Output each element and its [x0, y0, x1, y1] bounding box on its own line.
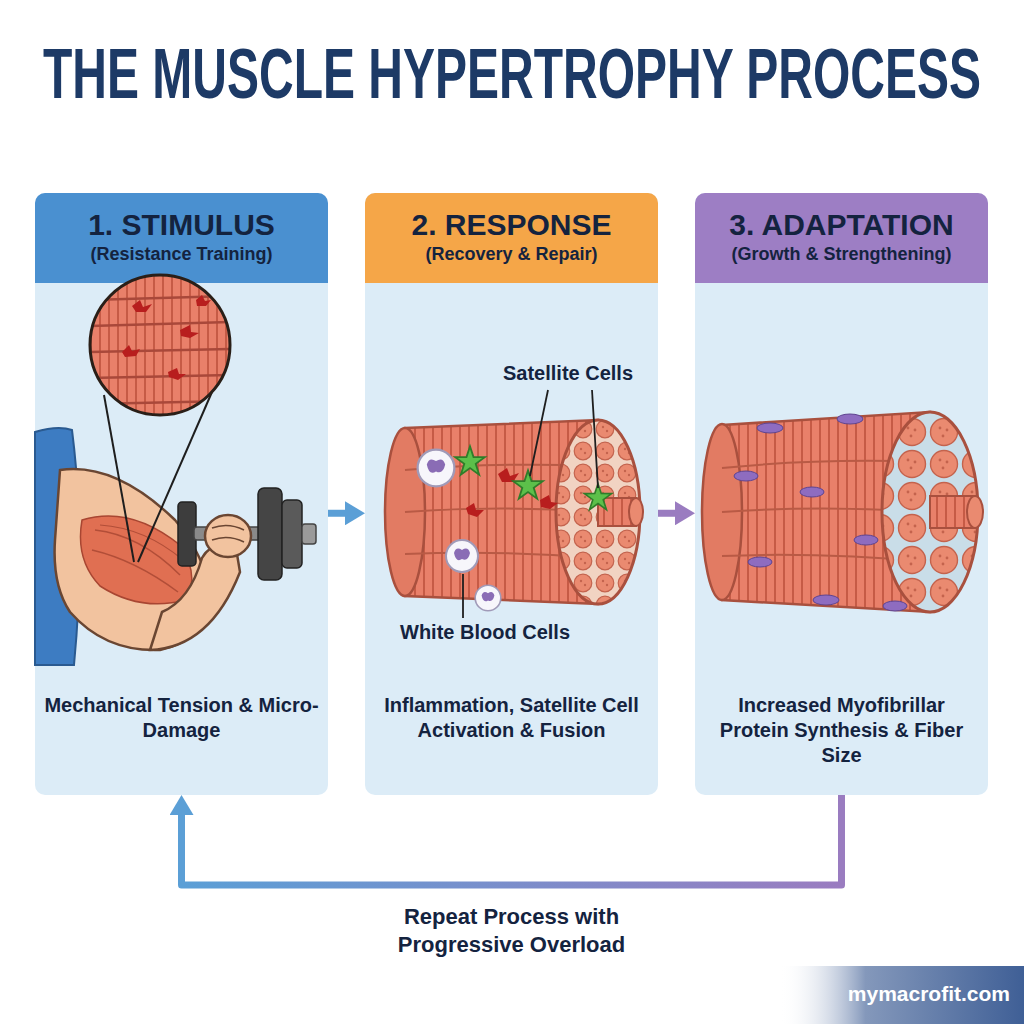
white-blood-cell: [446, 540, 478, 572]
myonucleus: [734, 471, 758, 481]
satellite-cell: [584, 484, 611, 510]
stage-subheading: (Recovery & Repair): [365, 242, 658, 267]
diagram-title: THE MUSCLE HYPERTROPHY PROCESS: [0, 32, 1024, 119]
myonucleus: [757, 423, 783, 433]
myonucleus: [854, 535, 878, 545]
panel-header: 2. RESPONSE(Recovery & Repair): [365, 193, 658, 283]
feedback-loop-arrow: [182, 795, 842, 885]
myonucleus: [813, 595, 839, 605]
finger-lines: [212, 525, 244, 542]
myonucleus: [748, 557, 772, 567]
panel-header: 1. STIMULUS(Resistance Training): [35, 193, 328, 283]
micro-tear: [540, 495, 558, 509]
panel-body: Inflammation, Satellite Cell Activation …: [373, 693, 650, 743]
arm-illustration: [35, 273, 316, 665]
fiber-end: [385, 428, 425, 596]
stage-panel: 1. STIMULUS(Resistance Training) Mechanic…: [35, 193, 328, 795]
watermark: mymacrofit.com: [790, 981, 1010, 1006]
panel-body: Increased Myofibrillar Protein Synthesis…: [703, 693, 980, 768]
fiber-boundary: [405, 465, 598, 558]
dumbbell-plate: [178, 502, 196, 566]
fiber-end: [702, 424, 742, 600]
flow-arrow: [328, 510, 351, 517]
fiber-cross-section: [556, 420, 640, 604]
micro-tear: [168, 368, 186, 380]
protruding-fiber-end: [629, 498, 643, 526]
micro-tear: [180, 325, 199, 338]
zoom-circle: [90, 275, 230, 415]
fiber-boundary: [722, 461, 930, 562]
protruding-fiber-end: [967, 496, 983, 528]
stage-heading: 2. RESPONSE: [365, 207, 658, 242]
micro-tear: [466, 503, 484, 517]
fiber-boundary: [88, 296, 232, 404]
loop-label: Repeat Process with Progressive Overload: [362, 903, 662, 959]
zoom-detail: [88, 273, 232, 417]
callout-label: Satellite Cells: [478, 361, 658, 385]
micro-tear: [196, 295, 211, 306]
label-leader: [462, 574, 464, 618]
myonucleus: [837, 414, 863, 424]
callout-label: White Blood Cells: [370, 620, 600, 644]
white-blood-cell: [475, 585, 501, 611]
zoom-leader: [138, 392, 212, 562]
dumbbell-handle: [194, 527, 306, 540]
satellite-cell: [455, 446, 485, 474]
label-leader: [530, 390, 548, 476]
fiber-cross-section: [882, 412, 978, 612]
upper-arm: [55, 469, 212, 650]
stage-description: Inflammation, Satellite Cell Activation …: [373, 693, 650, 743]
myonucleus: [800, 487, 824, 497]
muscle-line: [95, 530, 180, 575]
protruding-fiber: [930, 496, 975, 528]
panel-body: Mechanical Tension & Micro-Damage: [43, 693, 320, 743]
label-leader: [592, 390, 598, 488]
watermark-band: [780, 966, 1024, 1024]
stage-heading: 3. ADAPTATION: [695, 207, 988, 242]
muscle-line: [100, 525, 183, 560]
stage-heading: 1. STIMULUS: [35, 207, 328, 242]
fiber-bundle: [722, 412, 930, 612]
stage-subheading: (Resistance Training): [35, 242, 328, 267]
stage-description: Increased Myofibrillar Protein Synthesis…: [703, 693, 980, 768]
grown-fiber-illustration: [702, 412, 983, 612]
dumbbell-cap: [302, 524, 316, 544]
zoom-fibers: [88, 273, 232, 417]
white-blood-cell: [418, 450, 455, 487]
dumbbell-plate: [258, 488, 282, 580]
stage-panel: 3. ADAPTATION(Growth & Strengthening) Inc…: [695, 193, 988, 795]
fist: [205, 515, 251, 557]
forearm: [150, 546, 240, 650]
micro-tear: [132, 300, 152, 312]
stage-description: Mechanical Tension & Micro-Damage: [43, 693, 320, 743]
micro-tear: [498, 468, 519, 482]
fiber-bundle: [405, 420, 598, 604]
flow-arrow: [658, 510, 681, 517]
dumbbell-plate: [282, 500, 302, 568]
micro-tear: [122, 345, 140, 357]
panel-header: 3. ADAPTATION(Growth & Strengthening): [695, 193, 988, 283]
biceps-muscle: [80, 516, 191, 604]
muscle-line: [92, 550, 178, 592]
repair-fiber-illustration: [385, 390, 643, 618]
stage-panel: 2. RESPONSE(Recovery & Repair) Inflammati…: [365, 193, 658, 795]
tank-top: [35, 428, 80, 665]
myonucleus: [883, 601, 907, 611]
stage-subheading: (Growth & Strengthening): [695, 242, 988, 267]
satellite-cell: [513, 470, 543, 498]
zoom-leader: [104, 395, 134, 562]
protruding-fiber: [598, 498, 636, 526]
